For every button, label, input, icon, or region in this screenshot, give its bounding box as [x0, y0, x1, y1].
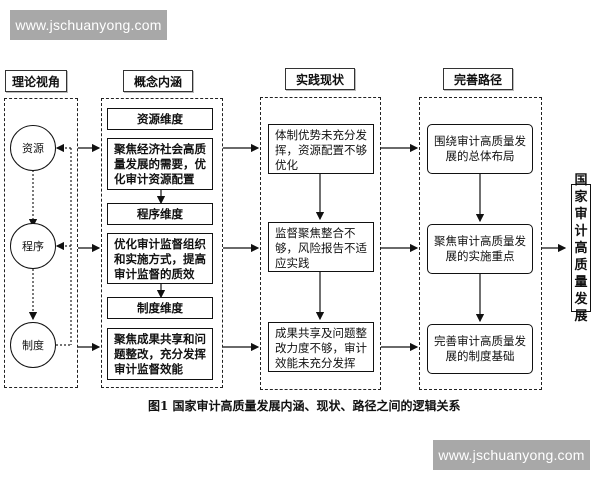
path-column — [419, 97, 542, 390]
status-item-2: 监督聚焦整合不够，风险报告不适应实践 — [268, 222, 374, 272]
result-char: 量 — [574, 274, 588, 290]
result-char: 质 — [574, 257, 588, 273]
result-box: 国 家 审 计 高 质 量 发 展 — [571, 173, 591, 324]
concept-column — [101, 98, 223, 388]
dimension-title-procedure: 程序维度 — [107, 203, 213, 225]
path-item-1: 围绕审计高质量发展的总体布局 — [427, 124, 533, 174]
watermark-top: www.jschuanyong.com — [10, 10, 167, 40]
figure-caption: 图1 国家审计高质量发展内涵、现状、路径之间的逻辑关系 — [148, 399, 461, 413]
path-item-3: 完善审计高质量发展的制度基础 — [427, 324, 533, 374]
path-item-2: 聚焦审计高质量发展的实施重点 — [427, 224, 533, 274]
status-item-3: 成果共享及问题整改力度不够，审计效能未充分发挥 — [268, 322, 374, 372]
result-char: 审 — [574, 206, 588, 222]
dimension-text-system: 聚焦成果共享和问题整改，充分发挥审计监督效能 — [107, 328, 213, 380]
header-status: 实践现状 — [285, 68, 355, 90]
status-column — [260, 97, 381, 390]
dimension-text-resource: 聚焦经济社会高质量发展的需要，优化审计资源配置 — [107, 138, 213, 190]
status-item-1: 体制优势未充分发挥，资源配置不够优化 — [268, 124, 374, 174]
header-theory: 理论视角 — [5, 70, 67, 92]
result-char: 发 — [574, 291, 588, 307]
theory-node-procedure: 程序 — [10, 223, 56, 269]
dimension-title-system: 制度维度 — [107, 297, 213, 319]
header-concept: 概念内涵 — [123, 70, 193, 92]
theory-node-resource: 资源 — [10, 125, 56, 171]
result-char: 国 — [574, 172, 588, 188]
dimension-title-resource: 资源维度 — [107, 108, 213, 130]
dimension-text-procedure: 优化审计监督组织和实施方式，提高审计监督的质效 — [107, 233, 213, 284]
result-char: 计 — [574, 223, 588, 239]
result-char: 展 — [574, 308, 588, 324]
theory-node-system: 制度 — [10, 322, 56, 368]
result-char: 高 — [574, 240, 588, 256]
result-char: 家 — [574, 189, 588, 205]
watermark-bottom: www.jschuanyong.com — [433, 440, 590, 470]
theory-column — [4, 98, 78, 388]
header-path: 完善路径 — [443, 68, 513, 90]
